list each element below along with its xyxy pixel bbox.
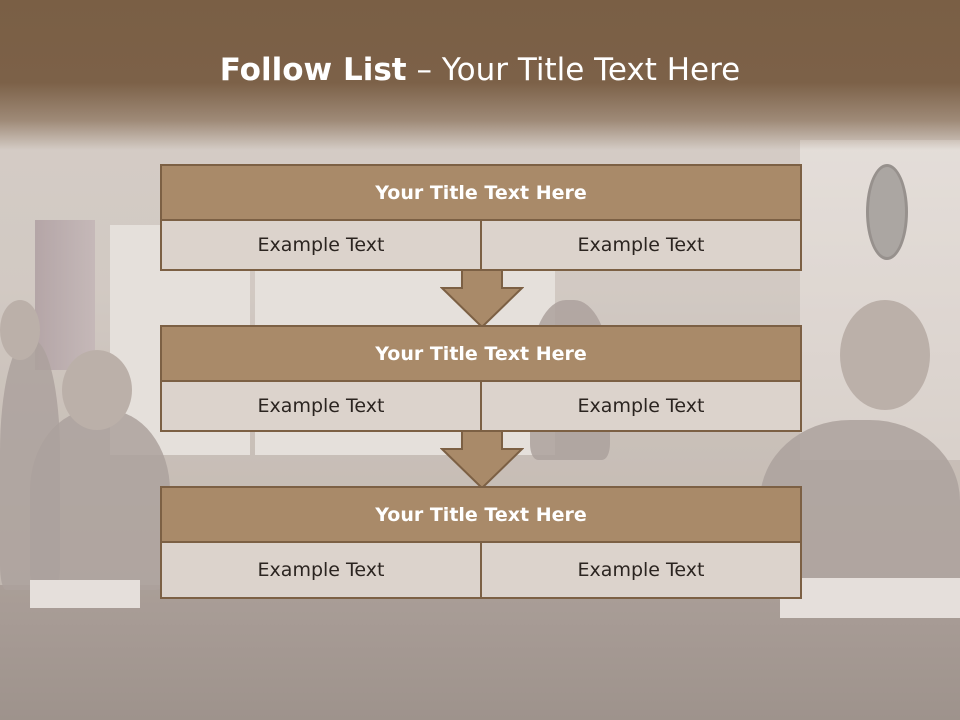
wall-clock	[866, 164, 908, 260]
step-title: Your Title Text Here	[160, 325, 802, 382]
down-arrow-icon	[440, 270, 524, 329]
step-block-3: Your Title Text Here Example Text Exampl…	[160, 486, 802, 599]
slide-title: Follow List – Your Title Text Here	[0, 52, 960, 88]
down-arrow-icon	[440, 431, 524, 490]
title-band	[0, 0, 960, 150]
title-rest: – Your Title Text Here	[406, 52, 741, 88]
step-block-1: Your Title Text Here Example Text Exampl…	[160, 164, 802, 271]
step-text-left: Example Text	[160, 543, 482, 599]
step-text-right: Example Text	[482, 382, 802, 432]
step-text-left: Example Text	[160, 382, 482, 432]
step-text-right: Example Text	[482, 543, 802, 599]
step-block-2: Your Title Text Here Example Text Exampl…	[160, 325, 802, 432]
title-bold: Follow List	[219, 52, 407, 88]
step-text-right: Example Text	[482, 221, 802, 271]
step-text-left: Example Text	[160, 221, 482, 271]
step-title: Your Title Text Here	[160, 486, 802, 543]
step-title: Your Title Text Here	[160, 164, 802, 221]
